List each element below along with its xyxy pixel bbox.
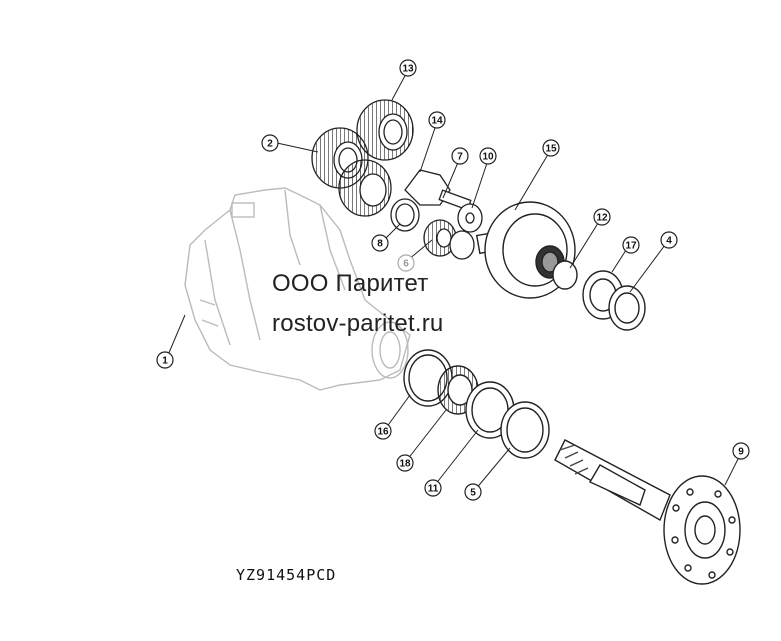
callout-8: 8 [371, 234, 389, 252]
axle-housing [184, 187, 411, 391]
planet-gears [311, 99, 414, 217]
lower-rings [403, 349, 550, 459]
callout-7: 7 [451, 147, 469, 165]
watermark-company: ООО Паритет [272, 270, 429, 297]
callout-10: 10 [479, 147, 497, 165]
callout-2: 2 [261, 134, 279, 152]
watermark-site: rostov-paritet.ru [272, 310, 444, 337]
callout-label: 8 [377, 239, 383, 250]
callout-17: 17 [622, 236, 640, 254]
callout-label: 14 [431, 116, 443, 127]
callout-9: 9 [732, 442, 750, 460]
callout-label: 15 [545, 144, 557, 155]
right-bearings-seals [552, 260, 646, 331]
carrier-small-parts [390, 169, 483, 260]
callout-13: 13 [399, 59, 417, 77]
callouts: 1 2 4 5 6 7 8 9 [156, 59, 750, 501]
callout-18: 18 [396, 454, 414, 472]
callout-label: 17 [625, 241, 637, 252]
callout-11: 11 [424, 479, 442, 497]
leader-lines [167, 71, 741, 491]
callout-label: 10 [482, 152, 494, 163]
callout-5: 5 [464, 483, 482, 501]
callout-label: 7 [457, 152, 463, 163]
callout-label: 13 [402, 64, 414, 75]
callout-label: 18 [399, 459, 411, 470]
callout-label: 1 [162, 356, 168, 367]
drawing-code: YZ91454PCD [236, 566, 337, 584]
callout-label: 11 [428, 484, 439, 495]
callout-6: 6 [397, 254, 415, 272]
axle-shaft [554, 439, 741, 585]
callout-label: 2 [267, 139, 273, 150]
callout-14: 14 [428, 111, 446, 129]
callout-label: 5 [470, 488, 476, 499]
callout-label: 16 [377, 427, 389, 438]
callout-label: 6 [403, 259, 409, 270]
callout-label: 12 [596, 213, 608, 224]
callout-1: 1 [156, 351, 174, 369]
callout-label: 4 [666, 236, 672, 247]
callout-12: 12 [593, 208, 611, 226]
callout-15: 15 [542, 139, 560, 157]
callout-16: 16 [374, 422, 392, 440]
callout-4: 4 [660, 231, 678, 249]
callout-label: 9 [738, 447, 744, 458]
